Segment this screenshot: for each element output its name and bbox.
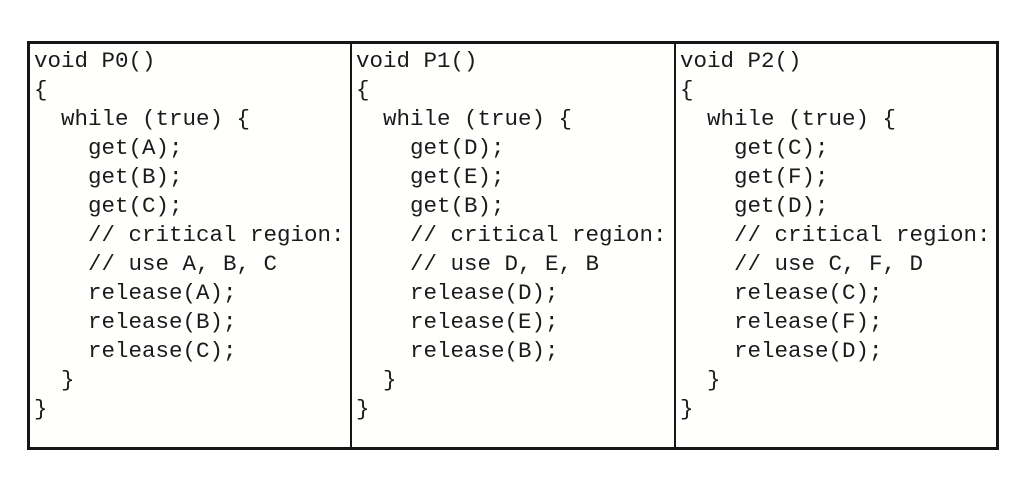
panel-p0: void P0() { while (true) { get(A); get(B…	[30, 44, 352, 447]
code-listing-p2: void P2() { while (true) { get(C); get(F…	[680, 48, 991, 422]
code-listing-p0: void P0() { while (true) { get(A); get(B…	[34, 48, 345, 422]
panel-p1: void P1() { while (true) { get(D); get(E…	[352, 44, 676, 447]
code-listing-p1: void P1() { while (true) { get(D); get(E…	[356, 48, 667, 422]
process-code-table: void P0() { while (true) { get(A); get(B…	[27, 41, 999, 450]
panel-p2: void P2() { while (true) { get(C); get(F…	[676, 44, 996, 447]
